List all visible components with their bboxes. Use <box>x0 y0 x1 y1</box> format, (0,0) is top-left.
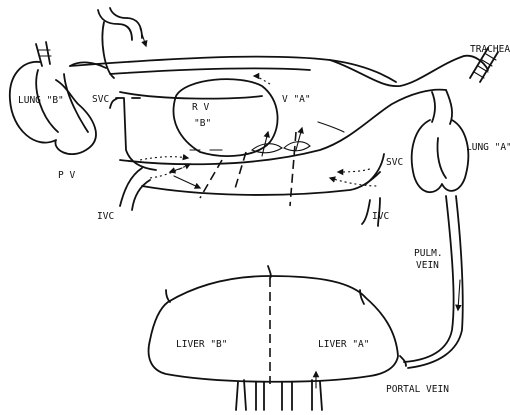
label-lung-b: LUNG "B" <box>18 95 64 106</box>
label-portal-vein: PORTAL VEIN <box>386 384 449 395</box>
label-pulm: PULM. <box>414 248 443 259</box>
liver-vessels <box>236 372 322 410</box>
label-v-a: V "A" <box>282 94 311 105</box>
label-vein: VEIN <box>416 260 439 271</box>
caval-left <box>110 98 156 210</box>
label-liver-a: LIVER "A" <box>318 339 369 350</box>
label-rv-b: "B" <box>194 118 211 129</box>
label-ivc-right: IVC <box>372 211 389 222</box>
label-liver-b: LIVER "B" <box>176 339 227 350</box>
label-svc-right: SVC <box>386 157 403 168</box>
valves <box>252 142 310 153</box>
label-rv: R V <box>192 102 209 113</box>
lung-a <box>412 90 469 192</box>
pulm-vein <box>404 196 463 368</box>
arch <box>70 57 396 99</box>
label-trachea: TRACHEA <box>470 44 510 55</box>
label-pv: P V <box>58 170 75 181</box>
label-ivc-left: IVC <box>97 211 114 222</box>
label-svc-left: SVC <box>92 94 109 105</box>
labels: LUNG "B" SVC P V IVC R V "B" V "A" SVC I… <box>18 44 510 395</box>
label-lung-a: LUNG "A" <box>466 142 510 153</box>
liver <box>149 266 406 384</box>
